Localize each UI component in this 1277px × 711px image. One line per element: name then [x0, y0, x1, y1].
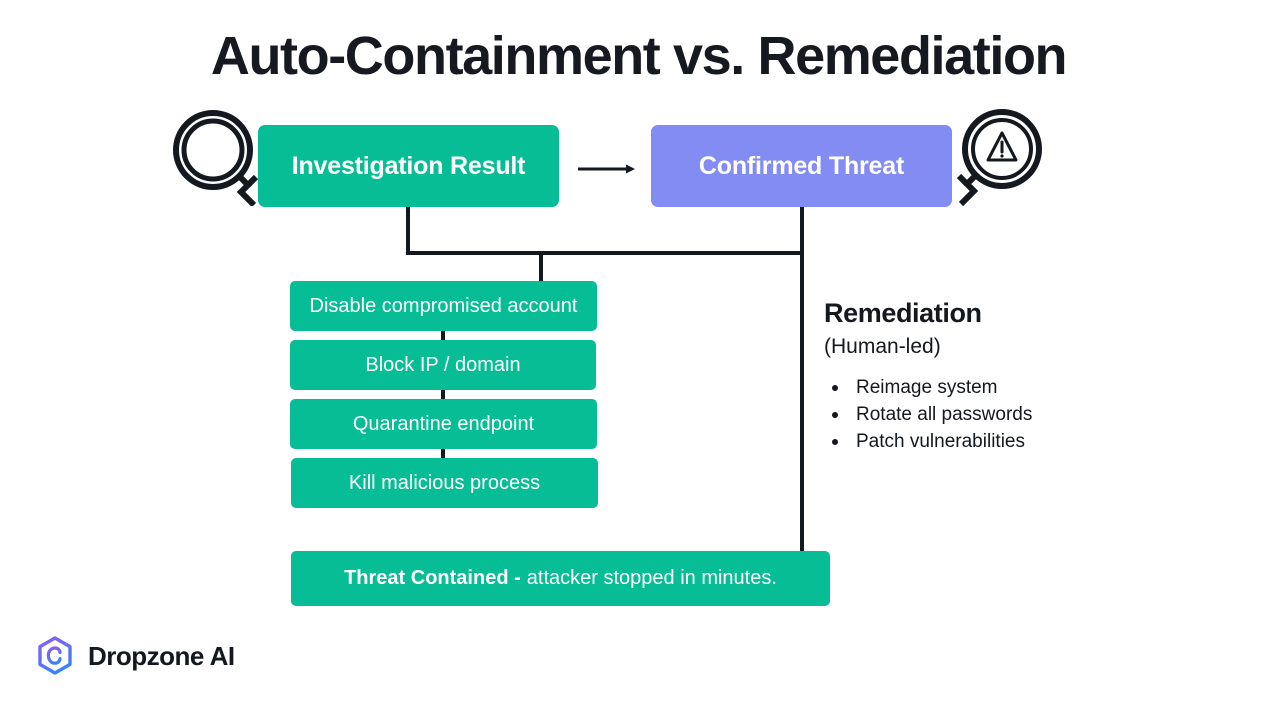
action-box-block-ip[interactable]: Block IP / domain	[290, 340, 596, 390]
node-confirmed-threat-label: Confirmed Threat	[698, 151, 905, 180]
remediation-subtitle: (Human-led)	[824, 335, 941, 358]
connector-threat-to-outcome	[800, 207, 804, 553]
connector-action-stub-2	[441, 390, 445, 400]
arrow-right-icon	[578, 164, 635, 174]
action-box-label: Quarantine endpoint	[352, 412, 535, 435]
dropzone-hexagon-logo	[38, 636, 72, 675]
connector-horizontal-bus	[406, 251, 804, 255]
action-box-label: Block IP / domain	[365, 353, 521, 376]
outcome-banner-text: attacker stopped in minutes.	[526, 567, 777, 589]
connector-action-stub-3	[441, 449, 445, 459]
list-item: Reimage system	[824, 374, 1124, 401]
action-box-label: Kill malicious process	[348, 471, 541, 494]
list-item: Rotate all passwords	[824, 401, 1124, 428]
node-confirmed-threat[interactable]: Confirmed Threat	[651, 125, 952, 207]
node-investigation-result-label: Investigation Result	[291, 151, 526, 180]
connector-action-stub-1	[441, 331, 445, 341]
node-investigation-result[interactable]: Investigation Result	[258, 125, 559, 207]
action-box-kill-process[interactable]: Kill malicious process	[291, 458, 598, 508]
list-item: Patch vulnerabilities	[824, 428, 1124, 455]
remediation-block: Remediation (Human-led) Reimage system R…	[824, 296, 1124, 455]
magnifier-icon	[173, 110, 259, 206]
remediation-title: Remediation	[824, 298, 982, 328]
remediation-list: Reimage system Rotate all passwords Patc…	[824, 374, 1124, 455]
brand: Dropzone AI	[36, 636, 235, 676]
action-box-disable-account[interactable]: Disable compromised account	[290, 281, 597, 331]
connector-bus-to-actions	[539, 251, 543, 283]
connector-investigation-down	[406, 207, 410, 255]
magnifier-warning-icon	[956, 109, 1042, 206]
page-title: Auto-Containment vs. Remediation	[210, 26, 1068, 86]
action-box-quarantine-endpoint[interactable]: Quarantine endpoint	[290, 399, 597, 449]
action-box-label: Disable compromised account	[309, 294, 578, 317]
outcome-banner-strong: Threat Contained -	[344, 567, 521, 589]
outcome-banner[interactable]: Threat Contained - attacker stopped in m…	[291, 551, 830, 606]
brand-name: Dropzone AI	[88, 640, 235, 671]
